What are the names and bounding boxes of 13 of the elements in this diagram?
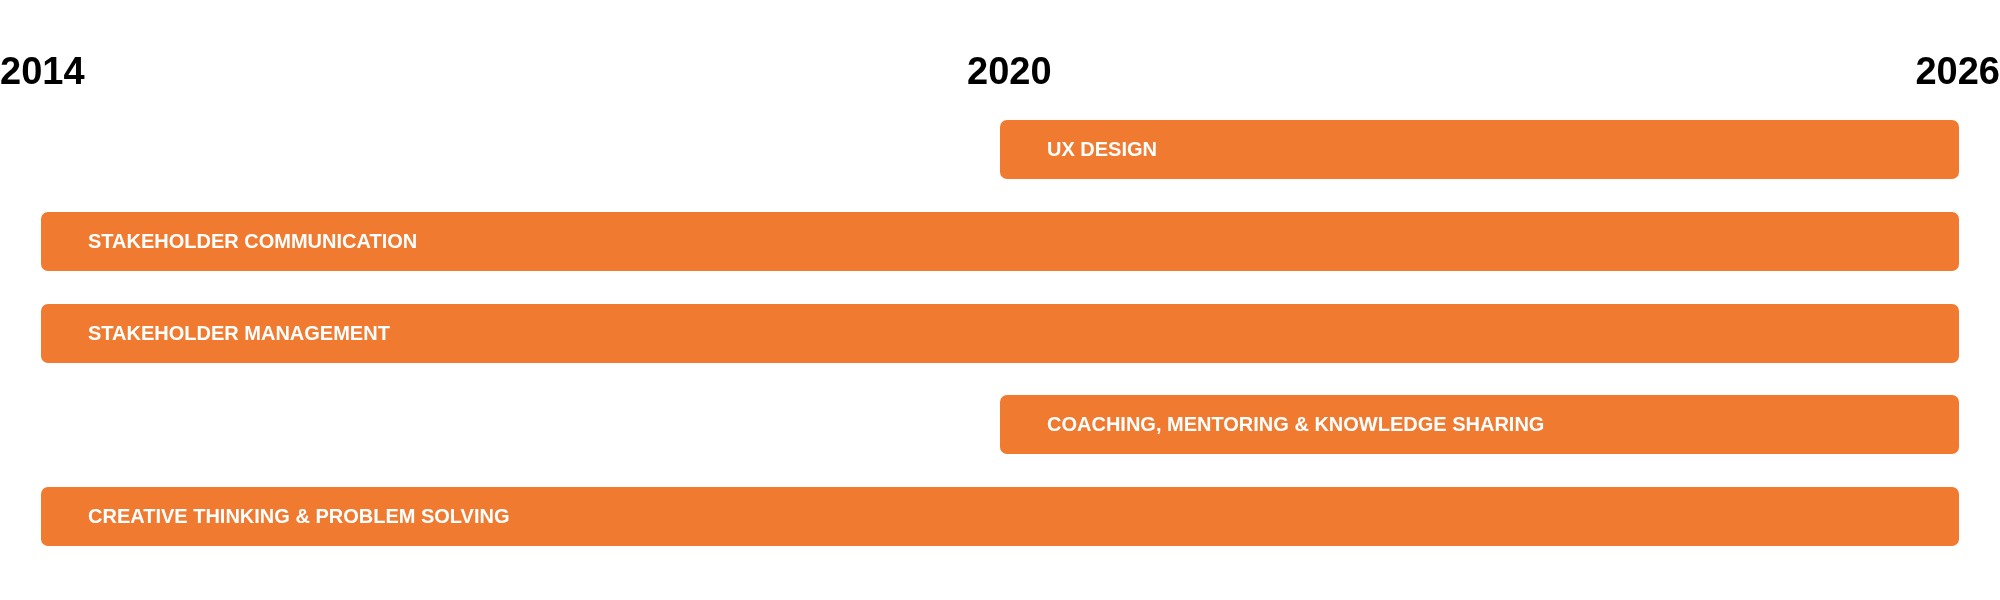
bar-label: COACHING, MENTORING & KNOWLEDGE SHARING	[1047, 413, 1545, 436]
timeline-bar	[1000, 395, 1959, 454]
bar-label: STAKEHOLDER COMMUNICATION	[88, 230, 418, 253]
bar-label: UX DESIGN	[1047, 138, 1158, 161]
timeline-bar	[41, 487, 1959, 546]
year-label: 2014	[0, 50, 85, 92]
timeline-bar	[41, 212, 1959, 271]
year-label: 2026	[1915, 50, 2000, 92]
timeline-bar	[41, 304, 1959, 363]
year-label: 2020	[967, 50, 1052, 92]
bar-label: STAKEHOLDER MANAGEMENT	[88, 322, 390, 345]
bar-label: CREATIVE THINKING & PROBLEM SOLVING	[88, 505, 510, 528]
timeline-bar	[1000, 120, 1959, 179]
